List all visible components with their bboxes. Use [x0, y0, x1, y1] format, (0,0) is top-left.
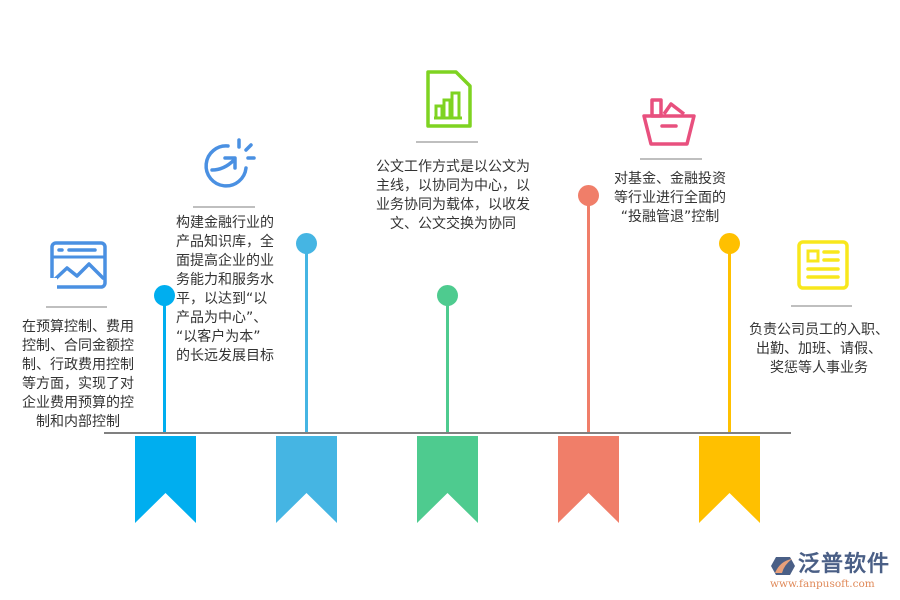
growth-arrow-icon [204, 138, 256, 188]
ribbon-banner [135, 436, 196, 523]
pin-dot [154, 285, 175, 306]
pin-dot [437, 285, 458, 306]
description-text: 对基金、金融投资 等行业进行全面的 “投融管退”控制 [614, 171, 726, 225]
pole [587, 200, 590, 434]
divider [46, 306, 107, 308]
pole [305, 248, 308, 434]
divider [640, 158, 702, 160]
divider [193, 206, 255, 208]
pole [163, 300, 166, 434]
brand-logo: 泛普软件 www.fanpusoft.com [768, 553, 894, 593]
chart-window-icon [49, 241, 107, 290]
pole [446, 300, 449, 434]
document-chart-icon [426, 70, 472, 128]
ribbon-banner [699, 436, 760, 523]
pin-dot [296, 233, 317, 254]
basket-icon [642, 98, 696, 146]
logo-url: www.fanpusoft.com [770, 578, 875, 590]
banner-string-line [104, 432, 791, 434]
description-text: 在预算控制、费用 控制、合同金额控 制、行政费用控制 等方面，实现了对 企业费用… [22, 319, 134, 430]
pin-dot [719, 233, 740, 254]
divider [791, 305, 852, 307]
divider [416, 141, 478, 143]
logo-name: 泛普软件 [798, 552, 891, 577]
description-text: 构建金融行业的 产品知识库，全 面提高企业的业 务能力和服务水 平，以达到“以 … [176, 215, 274, 364]
description-text: 负责公司员工的入职、 出勤、加班、请假、 奖惩等人事业务 [749, 322, 889, 376]
ribbon-banner [558, 436, 619, 523]
profile-card-icon [797, 240, 849, 290]
pin-dot [578, 185, 599, 206]
ribbon-banner [417, 436, 478, 523]
description-text: 公文工作方式是以公文为 主线，以协同为中心，以 业务协同为载体，以收发 文、公文… [376, 159, 530, 232]
logo-mark-icon [771, 557, 795, 575]
pole [728, 248, 731, 434]
ribbon-banner [276, 436, 337, 523]
